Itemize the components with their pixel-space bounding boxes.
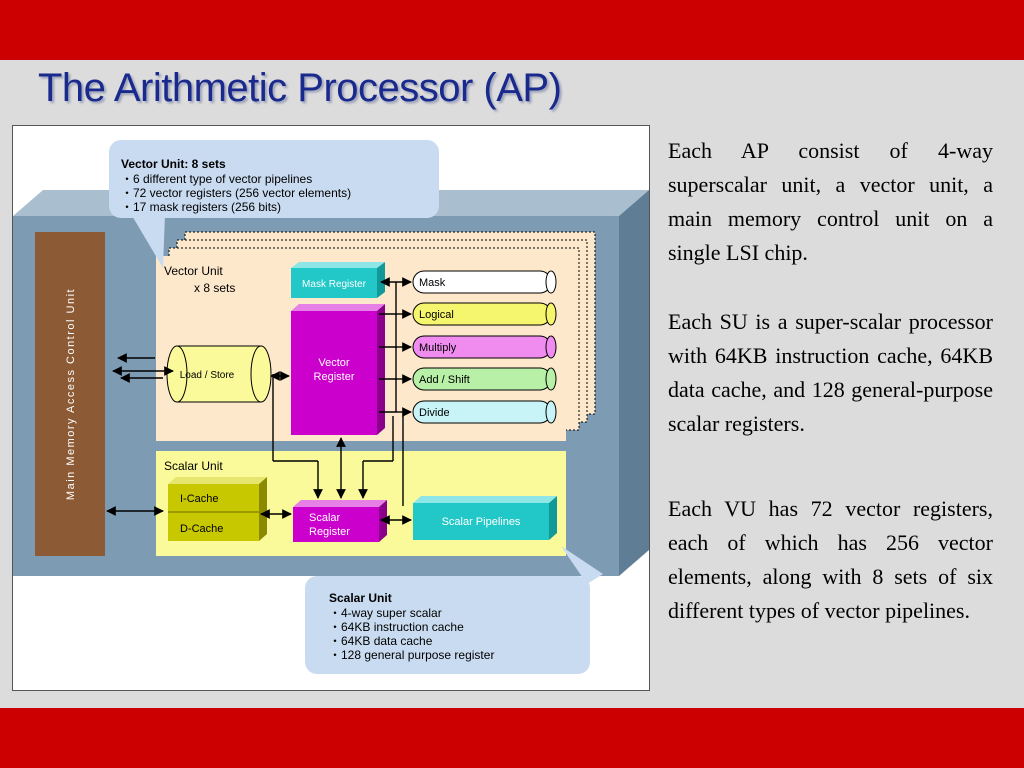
vu-callout-title: Vector Unit: 8 sets bbox=[121, 157, 226, 171]
pipeline-divide: Divide bbox=[412, 400, 557, 424]
vu-callout-item-1: ・6 different type of vector pipelines bbox=[121, 172, 312, 186]
pipeline-multiply-label: Multiply bbox=[419, 342, 457, 354]
pipeline-multiply: Multiply bbox=[412, 335, 557, 359]
su-callout-item-3: ・64KB data cache bbox=[329, 634, 433, 648]
scalar-pipelines-label: Scalar Pipelines bbox=[442, 516, 521, 528]
connection-arrows bbox=[106, 277, 412, 525]
paragraph-ap-overview: Each AP consist of 4-way superscalar uni… bbox=[668, 138, 993, 265]
mask-register: Mask Register bbox=[291, 262, 385, 298]
su-callout-item-4: ・128 general purpose register bbox=[329, 648, 494, 662]
load-store-unit: Load / Store bbox=[166, 345, 272, 403]
architecture-diagram: Vector Unit x 8 sets Scalar Unit Main Me… bbox=[13, 140, 649, 674]
scalar-unit-callout: Scalar Unit ・4-way super scalar ・64KB in… bbox=[305, 546, 603, 674]
vu-callout-item-3: ・17 mask registers (256 bits) bbox=[121, 200, 281, 214]
bottom-banner bbox=[0, 708, 1024, 768]
vector-unit-callout: Vector Unit: 8 sets ・6 different type of… bbox=[109, 140, 439, 268]
cache-block: I-Cache D-Cache bbox=[168, 477, 267, 541]
dcache-label: D-Cache bbox=[180, 523, 223, 535]
architecture-figure: Vector Unit x 8 sets Scalar Unit Main Me… bbox=[12, 125, 650, 691]
paragraph-scalar-unit: Each SU is a super-scalar processor with… bbox=[668, 309, 993, 436]
pipeline-mask-label: Mask bbox=[419, 277, 446, 289]
vector-unit-sets-label: x 8 sets bbox=[194, 281, 235, 295]
vector-pipelines: Mask Logical Multiply Add / Shift Divide bbox=[412, 270, 557, 424]
scalar-unit-label: Scalar Unit bbox=[164, 459, 223, 473]
pipeline-add-shift-label: Add / Shift bbox=[419, 374, 470, 386]
scalar-register: Scalar Register bbox=[293, 500, 387, 542]
top-banner bbox=[0, 0, 1024, 60]
paragraph-vector-unit: Each VU has 72 vector registers, each of… bbox=[668, 496, 993, 623]
slide-title: The Arithmetic Processor (AP) bbox=[38, 66, 562, 110]
pipeline-logical-label: Logical bbox=[419, 309, 454, 321]
main-memory-access-control-unit bbox=[35, 232, 105, 556]
icache-label: I-Cache bbox=[180, 493, 219, 505]
pipeline-logical: Logical bbox=[412, 302, 557, 326]
vector-register-label-line1: Vector bbox=[318, 357, 350, 369]
su-callout-item-1: ・4-way super scalar bbox=[329, 606, 442, 620]
vector-unit-label: Vector Unit bbox=[164, 264, 223, 278]
su-callout-title: Scalar Unit bbox=[329, 591, 392, 605]
vector-register: Vector Register bbox=[291, 304, 385, 435]
load-store-label: Load / Store bbox=[180, 370, 235, 381]
scalar-register-label-line1: Scalar bbox=[309, 512, 341, 524]
pipeline-add-shift: Add / Shift bbox=[412, 367, 557, 391]
scalar-register-label-line2: Register bbox=[309, 526, 350, 538]
mask-register-label: Mask Register bbox=[302, 279, 367, 290]
scalar-pipelines: Scalar Pipelines bbox=[413, 496, 557, 540]
mmu-label: Main Memory Access Control Unit bbox=[65, 288, 77, 500]
vector-register-label-line2: Register bbox=[314, 371, 355, 383]
vu-callout-item-2: ・72 vector registers (256 vector element… bbox=[121, 186, 351, 200]
su-callout-item-2: ・64KB instruction cache bbox=[329, 620, 464, 634]
pipeline-mask: Mask bbox=[412, 270, 557, 294]
pipeline-divide-label: Divide bbox=[419, 407, 450, 419]
